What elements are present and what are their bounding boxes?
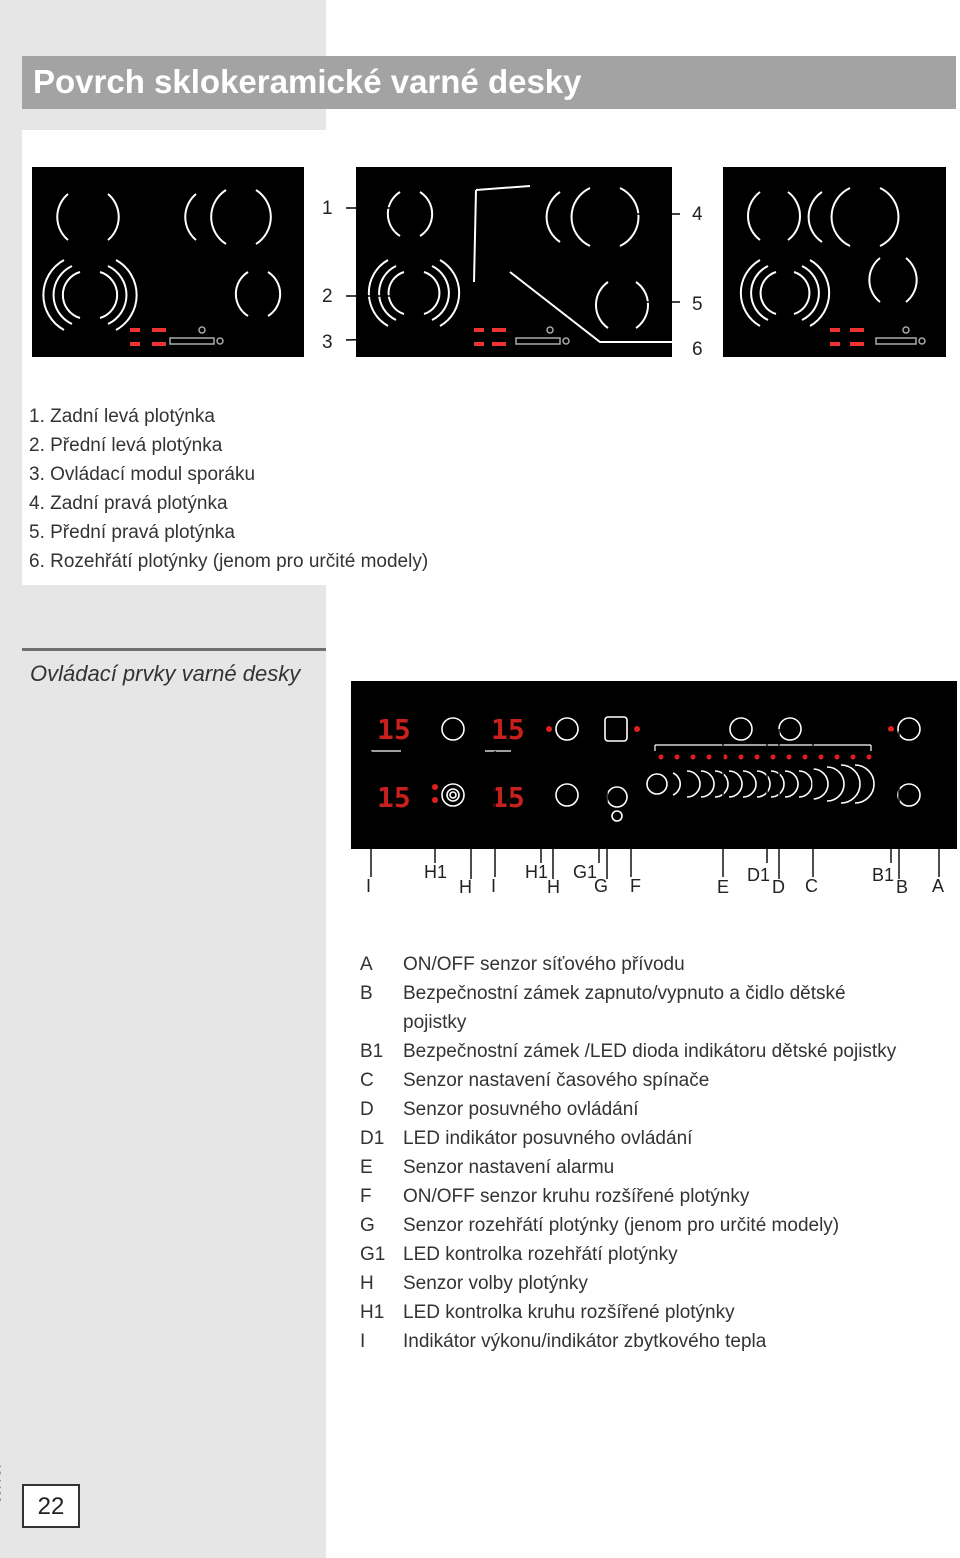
- legend-code: B: [360, 983, 373, 1004]
- panel-label-H1: H1: [525, 862, 548, 882]
- panel-label-C: C: [805, 876, 818, 896]
- legend-code: I: [360, 1331, 366, 1352]
- legend-row: D Senzor posuvného ovládání: [360, 1095, 960, 1124]
- lock-sensor[interactable]: [897, 717, 921, 741]
- legend-code: E: [360, 1157, 373, 1178]
- cooktop-legend: 1. Zadní levá plotýnka 2. Přední levá pl…: [29, 402, 428, 576]
- page-number: 22: [37, 1493, 65, 1520]
- legend-item: 1. Zadní levá plotýnka: [29, 406, 215, 427]
- legend-row: C Senzor nastavení časového spínače: [360, 1066, 960, 1095]
- legend-text: ON/OFF senzor kruhu rozšířené plotýnky: [403, 1186, 750, 1207]
- control-panel: [351, 681, 957, 849]
- onoff-sensor[interactable]: [897, 783, 921, 807]
- legend-text: Senzor volby plotýnky: [403, 1273, 588, 1294]
- legend-text: Indikátor výkonu/indikátor zbytkového te…: [403, 1331, 767, 1352]
- page-title: Povrch sklokeramické varné desky: [33, 63, 582, 100]
- panel-label-D: D: [772, 877, 785, 897]
- legend-item: 5. Přední pravá plotýnka: [29, 522, 235, 543]
- legend-text: Senzor nastavení časového spínače: [403, 1070, 710, 1091]
- cooktop-left: [32, 167, 304, 357]
- legend-row: G1 LED kontrolka rozehřátí plotýnky: [360, 1240, 960, 1269]
- panel-label-B: B: [896, 877, 908, 897]
- panel-label-H: H: [459, 877, 472, 897]
- legend-row: B Bezpečnostní zámek zapnuto/vypnuto a či…: [360, 979, 960, 1037]
- page-number-box: 22: [22, 1484, 80, 1528]
- legend-text: Senzor rozehřátí plotýnky (jenom pro urč…: [403, 1215, 840, 1236]
- controls-legend: A ON/OFF senzor síťového přívodu B Bezpečn…: [360, 950, 960, 1356]
- power-display: 15: [491, 781, 525, 814]
- panel-label-D1: D1: [747, 865, 770, 885]
- legend-text: Bezpečnostní zámek /LED dioda indikátoru…: [403, 1041, 897, 1062]
- document-number: 134428: [0, 1418, 20, 1503]
- callout-5: 5: [692, 294, 703, 315]
- slider-control[interactable]: [672, 764, 875, 804]
- legend-code: A: [360, 954, 373, 975]
- legend-code: F: [360, 1186, 372, 1207]
- legend-item: 3. Ovládací modul sporáku: [29, 464, 256, 485]
- legend-code: D1: [360, 1128, 385, 1149]
- panel-label-E: E: [717, 877, 729, 897]
- cooktop-illustrations: 1 2 3 4 5 6: [32, 167, 946, 360]
- panel-label-F: F: [630, 876, 641, 896]
- legend-row: H Senzor volby plotýnky: [360, 1269, 960, 1298]
- legend-code: H: [360, 1273, 374, 1294]
- legend-code: D: [360, 1099, 374, 1120]
- control-panel-diagram: 15 15 15 15 I H1 H: [351, 681, 957, 897]
- panel-label-G: G: [594, 876, 608, 896]
- zone-select-sensor[interactable]: [555, 783, 579, 807]
- legend-row: G Senzor rozehřátí plotýnky (jenom pro ur…: [360, 1211, 960, 1240]
- panel-label-G1: G1: [573, 862, 597, 882]
- panel-label-H: H: [547, 877, 560, 897]
- zone-select-sensor[interactable]: [555, 717, 579, 741]
- callout-6: 6: [692, 339, 703, 360]
- panel-label-A: A: [932, 876, 944, 896]
- legend-row: A ON/OFF senzor síťového přívodu: [360, 950, 960, 979]
- legend-text: ON/OFF senzor síťového přívodu: [403, 954, 685, 975]
- legend-item: 4. Zadní pravá plotýnka: [29, 493, 228, 514]
- legend-row: I Indikátor výkonu/indikátor zbytkového t…: [360, 1327, 960, 1356]
- panel-label-I: I: [491, 876, 496, 896]
- legend-text: Senzor posuvného ovládání: [403, 1099, 639, 1120]
- legend-text: LED indikátor posuvného ovládání: [403, 1128, 693, 1149]
- legend-text: Bezpečnostní zámek zapnuto/vypnuto a čid…: [403, 983, 846, 1033]
- power-display: 15: [377, 713, 411, 746]
- callout-3: 3: [322, 332, 333, 353]
- cooktop-right: [723, 167, 946, 357]
- alarm-sensor[interactable]: [729, 717, 753, 741]
- power-display: 15: [377, 781, 411, 814]
- legend-text: LED kontrolka kruhu rozšířené plotýnky: [403, 1302, 735, 1323]
- legend-item: 6. Rozehřátí plotýnky (jenom pro určité …: [29, 551, 429, 572]
- panel-label-B1: B1: [872, 865, 894, 885]
- cooktop-middle: [356, 167, 672, 357]
- slider-minus[interactable]: [646, 773, 668, 795]
- zone-select-sensor[interactable]: [441, 783, 465, 807]
- legend-code: G1: [360, 1244, 386, 1265]
- title-bar: Povrch sklokeramické varné desky: [22, 56, 956, 109]
- legend-text: LED kontrolka rozehřátí plotýnky: [403, 1244, 678, 1265]
- legend-code: H1: [360, 1302, 385, 1323]
- callout-1: 1: [322, 198, 333, 219]
- legend-row: F ON/OFF senzor kruhu rozšířené plotýnky: [360, 1182, 960, 1211]
- legend-item: 2. Přední levá plotýnka: [29, 435, 223, 456]
- section-divider: [22, 648, 326, 651]
- legend-text: Senzor nastavení alarmu: [403, 1157, 615, 1178]
- zone-select-sensor[interactable]: [441, 717, 465, 741]
- legend-row: B1 Bezpečnostní zámek /LED dioda indikáto…: [360, 1037, 960, 1066]
- legend-code: C: [360, 1070, 374, 1091]
- legend-row: H1 LED kontrolka kruhu rozšířené plotýnky: [360, 1298, 960, 1327]
- legend-row: D1 LED indikátor posuvného ovládání: [360, 1124, 960, 1153]
- section-title: Ovládací prvky varné desky: [30, 661, 301, 686]
- legend-row: E Senzor nastavení alarmu: [360, 1153, 960, 1182]
- power-display: 15: [491, 713, 525, 746]
- panel-label-I: I: [366, 876, 371, 896]
- panel-label-H1: H1: [424, 862, 447, 882]
- legend-code: G: [360, 1215, 375, 1236]
- booster-sensor[interactable]: [604, 716, 628, 742]
- callout-4: 4: [692, 204, 703, 225]
- document-number-text: 134428: [0, 1463, 3, 1504]
- callout-2: 2: [322, 286, 333, 307]
- callout-lines: [345, 207, 680, 341]
- legend-code: B1: [360, 1041, 384, 1062]
